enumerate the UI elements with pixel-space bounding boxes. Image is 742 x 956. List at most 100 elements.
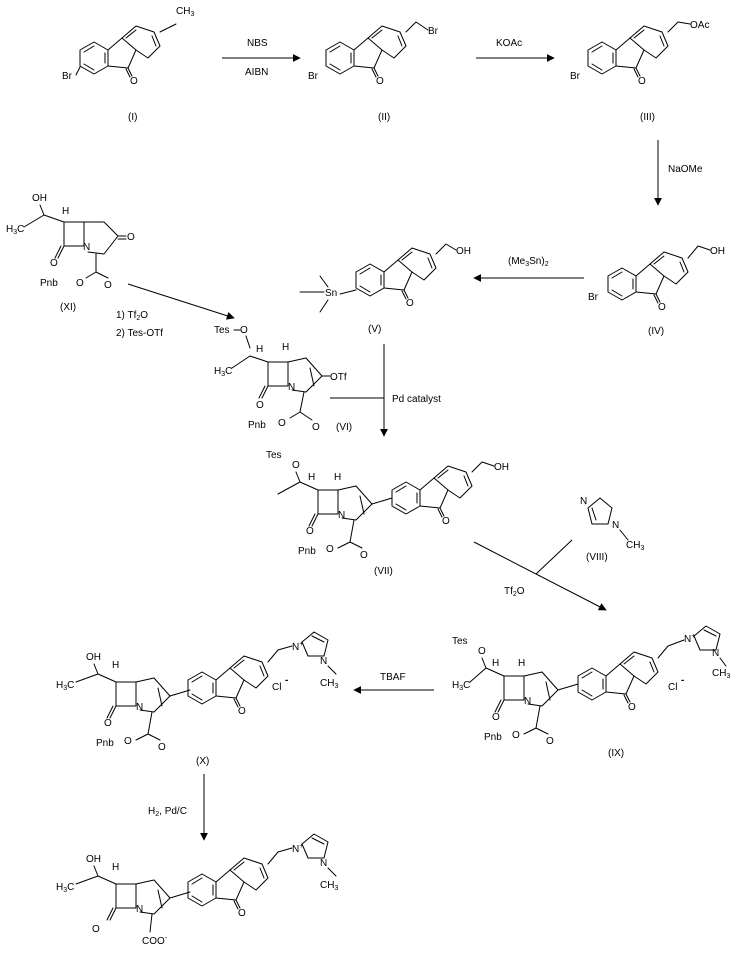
oxygen-label: O [442,516,450,527]
reagent-h2-pdc: H2, Pd/C [148,806,187,818]
step-arrow-5: 1) Tf2O 2) Tes-OTf [116,283,235,339]
hydrogen-label: H [112,862,119,873]
reagent-tf2o: 1) Tf2O [116,310,148,322]
pnb-label: Pnb [484,732,502,743]
hydrogen-label: H [492,658,499,669]
nitrogen-label: N [712,648,719,659]
hydroxyl-label: OH [86,854,101,865]
methyl-label: CH3 [626,540,644,552]
oxygen-label: O [406,298,414,309]
nitrogen-label: N [320,858,327,869]
oxygen-label: O [658,302,666,313]
tin-label: Sn [325,288,337,299]
compound-label-IX: (IX) [608,748,624,759]
oxygen-label: O [104,280,112,291]
tes-label: Tes [214,325,230,336]
bromo-label: Br [308,71,319,82]
step-arrow-6: Pd catalyst [330,344,441,437]
compound-label-II: (II) [378,112,390,123]
reagent-tf2o: Tf2O [504,586,525,598]
final-product: OH H3C H N O COO- N+ N CH3 O [56,833,338,947]
reagent-naome: NaOMe [668,164,703,175]
oxygen-label: O [127,232,135,243]
tes-label: Tes [266,450,282,461]
step-arrow-9: H2, Pd/C [148,774,208,841]
chloride-label: Cl [668,682,677,693]
nitrogen-label: N [580,496,587,507]
oxygen-label: O [240,325,248,336]
oxygen-label: O [512,730,520,741]
methyl-label: CH3 [176,6,194,18]
methyl-label: H3C [6,224,24,236]
pnb-label: Pnb [248,420,266,431]
hydroxyl-label: OH [710,246,725,257]
oxygen-label: O [492,712,500,723]
reagent-pd-catalyst: Pd catalyst [392,394,441,405]
oxygen-label: O [238,908,246,919]
hydroxyl-label: OH [494,462,509,473]
reagent-koac: KOAc [496,38,522,49]
step-arrow-8: TBAF [353,672,434,694]
compound-VII: Tes O H H N O O Pnb O OH O (VII) [266,450,509,577]
compound-XI: OH H3C H O N O O Pnb O (XI) [6,193,135,313]
compound-label-III: (III) [640,112,655,123]
nitrogen-label: N [136,904,143,915]
acetate-label: OAc [690,20,709,31]
compound-II: Br Br O (II) [308,21,439,123]
step-arrow-1: NBS AIBN [222,38,301,78]
hydrogen-label: H [518,658,525,669]
imidazolium-nitrogen-label: N+ [292,843,303,855]
methyl-label: H3C [56,680,74,692]
imidazolium-nitrogen-label: N+ [292,641,303,653]
hydrogen-label: H [282,342,289,353]
oxygen-label: O [104,718,112,729]
oxygen-label: O [546,736,554,747]
compound-IX: Tes O H3C H H N O O Pnb O N+ N CH3 Cl - … [452,625,730,759]
hydrogen-label: H [62,206,69,217]
reagent-me3sn2: (Me3Sn)2 [508,256,549,268]
compound-V: OH Sn O (V) [299,243,471,335]
nitrogen-label: N [338,510,345,521]
hydroxyl-label: OH [86,652,101,663]
oxygen-label: O [76,278,84,289]
triflate-label: OTf [330,372,347,383]
nitrogen-label: N [136,702,143,713]
nitrogen-label: N [288,382,295,393]
compound-label-VII: (VII) [374,566,393,577]
bromo-label: Br [62,71,73,82]
compound-label-VIII: (VIII) [586,552,608,563]
oxygen-label: O [326,544,334,555]
oxygen-label: O [478,646,486,657]
oxygen-label: O [306,526,314,537]
pnb-label: Pnb [298,546,316,557]
oxygen-label: O [628,702,636,713]
compound-III: OAc Br O (III) [570,20,709,123]
oxygen-label: O [238,706,246,717]
hydrogen-label: H [256,344,263,355]
pnb-label: Pnb [96,738,114,749]
compound-label-I: (I) [128,112,137,123]
oxygen-label: O [130,76,138,87]
bromo-label: Br [588,292,599,303]
compound-X: OH H3C H N O O Pnb O N+ N CH3 Cl - O (X) [56,631,338,767]
methyl-label: CH3 [320,880,338,892]
compound-VI: Tes O H3C H H OTf N O O Pnb O (VI) [214,325,352,433]
methyl-label: H3C [214,366,232,378]
oxygen-label: O [376,76,384,87]
oxygen-label: O [92,924,100,935]
oxygen-label: O [278,418,286,429]
nitrogen-label: N [612,520,619,531]
compound-label-XI: (XI) [60,302,76,313]
oxygen-label: O [158,742,166,753]
reagent-tes-otf: 2) Tes-OTf [116,328,163,339]
methyl-label: CH3 [712,668,730,680]
oxygen-label: O [292,460,300,471]
oxygen-label: O [360,550,368,561]
oxygen-label: O [312,422,320,433]
bromo-label: Br [570,71,581,82]
hydrogen-label: H [334,472,341,483]
nitrogen-label: N [524,696,531,707]
compound-VIII: N N CH3 (VIII) [580,496,644,563]
oxygen-label: O [50,258,58,269]
